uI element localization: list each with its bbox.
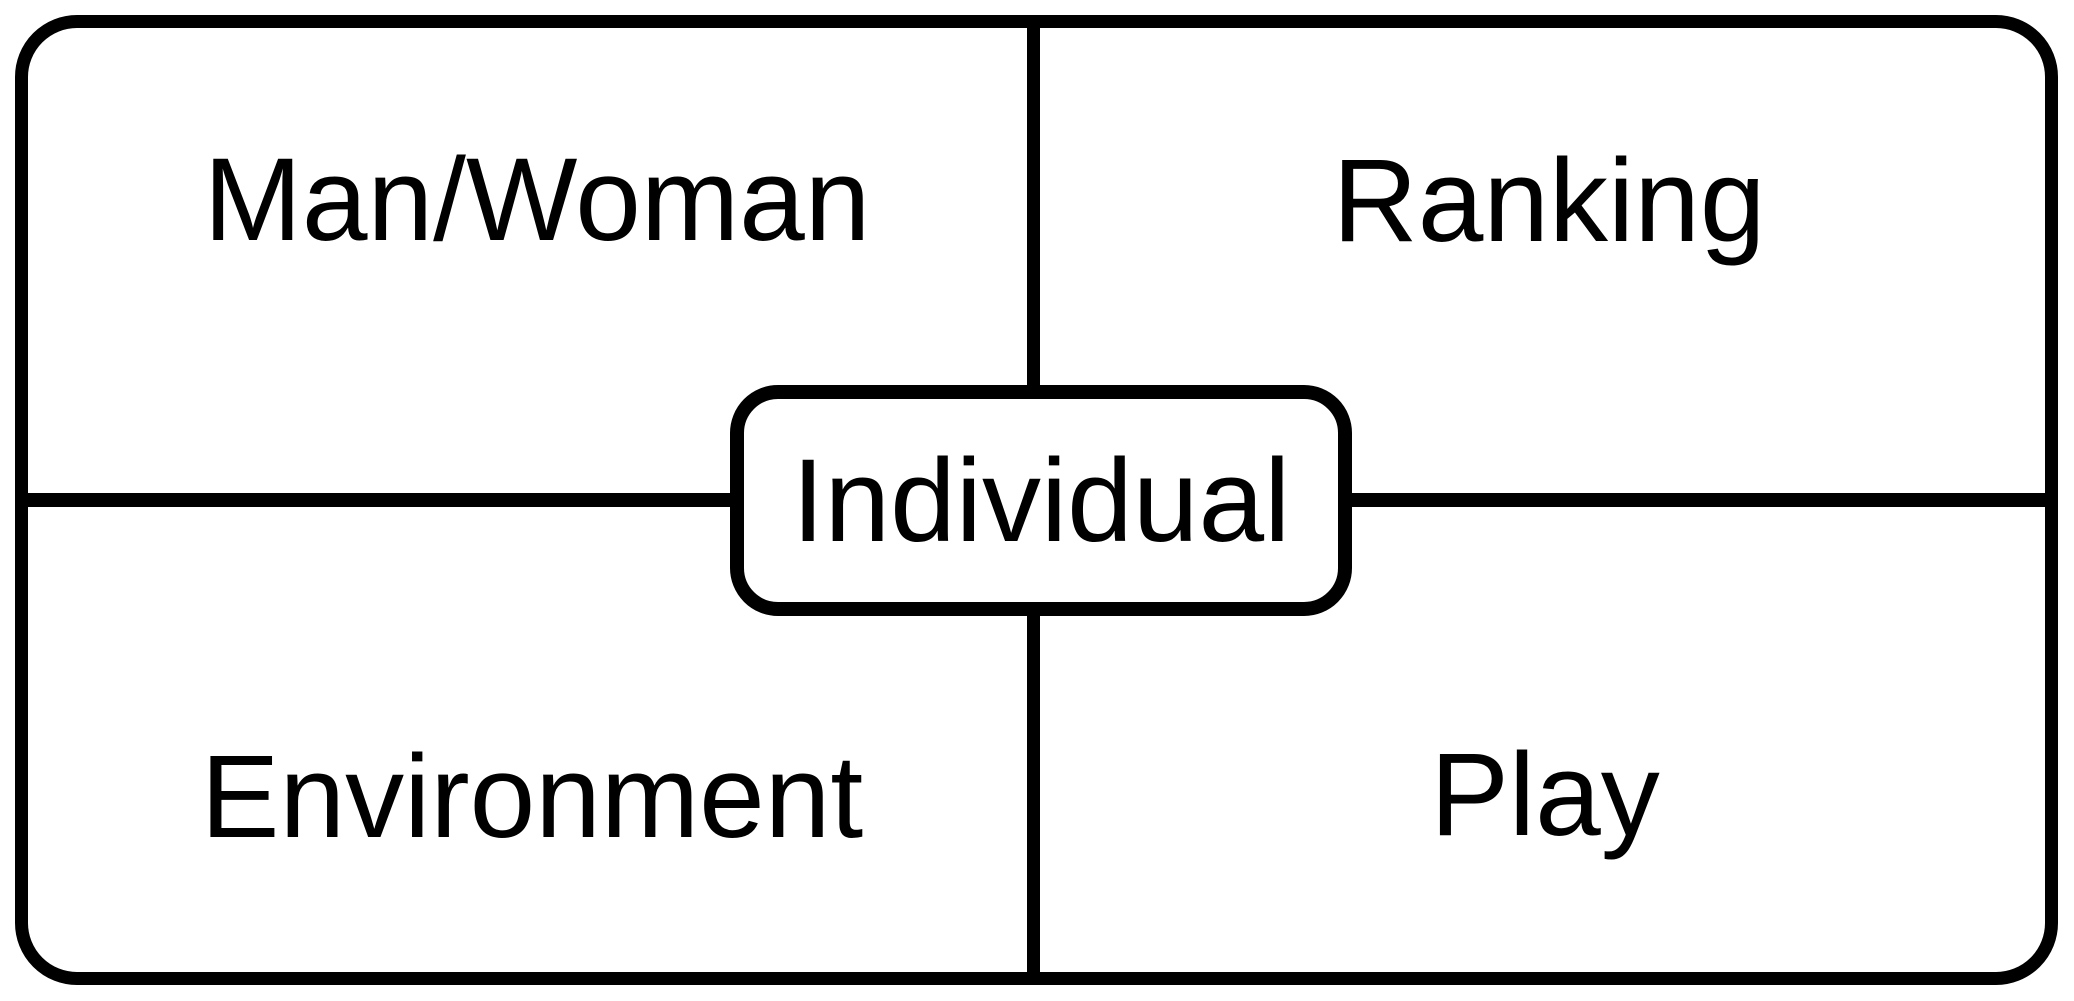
- individual-label: Individual: [791, 434, 1291, 567]
- quadrant-label-man-woman: Man/Woman: [203, 134, 871, 266]
- quadrant-label-play: Play: [1430, 729, 1660, 861]
- quadrant-label-environment: Environment: [200, 731, 864, 863]
- individual-box: Individual: [730, 385, 1352, 616]
- quadrant-label-ranking: Ranking: [1332, 135, 1766, 267]
